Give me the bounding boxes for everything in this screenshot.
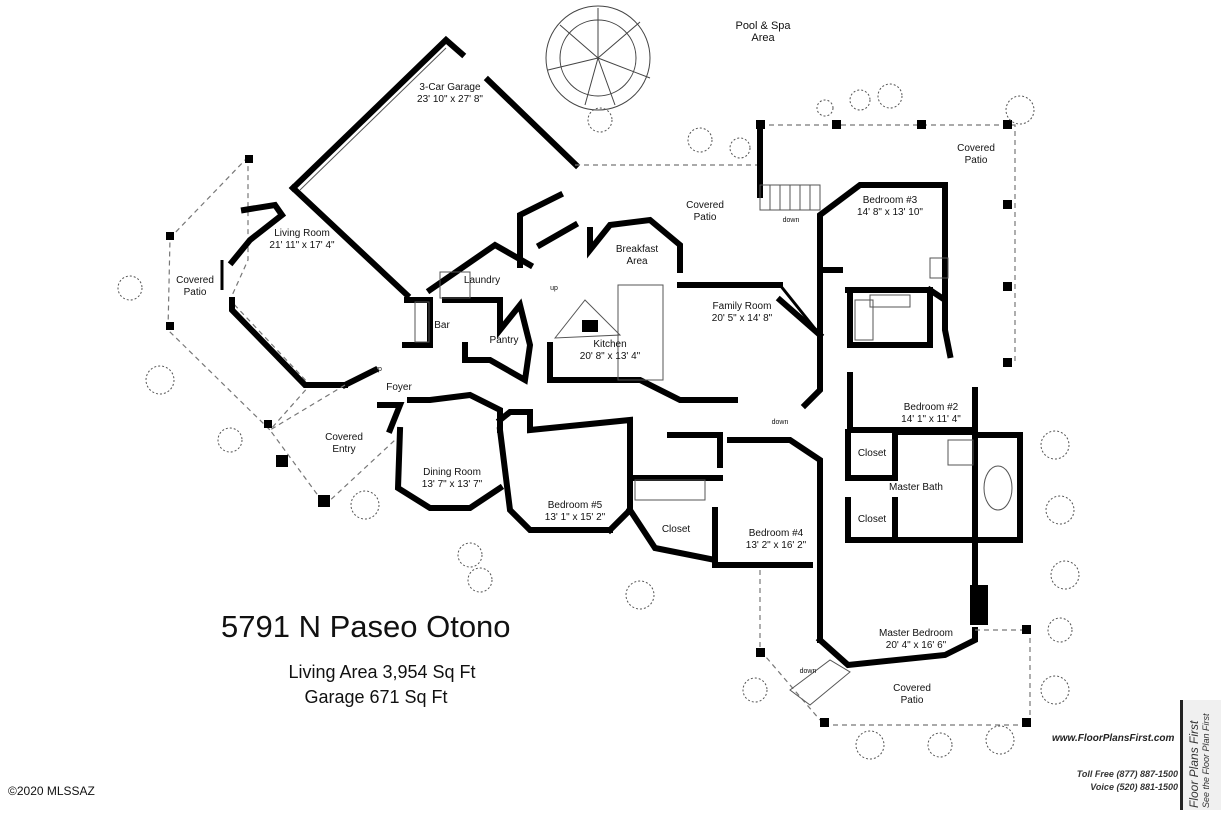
closet-top-label: Closet bbox=[857, 448, 887, 459]
brand-url: www.FloorPlansFirst.com bbox=[1052, 733, 1175, 744]
living-area-text: Living Area 3,954 Sq Ft bbox=[288, 662, 476, 682]
closet-bottom-label: Closet bbox=[857, 514, 887, 525]
upper-patio bbox=[575, 120, 1016, 367]
master-suite-walls bbox=[845, 372, 1023, 543]
service-area-walls bbox=[402, 190, 580, 385]
address-title: 5791 N Paseo Otono bbox=[221, 609, 511, 644]
toll-free-text: Toll Free (877) 887-1500 bbox=[1076, 769, 1178, 779]
laundry-label: Laundry bbox=[463, 275, 501, 286]
living-room-walls bbox=[220, 201, 348, 388]
brand-tagline: See the Floor Plan First bbox=[1201, 713, 1211, 808]
down-marker-3: down bbox=[799, 668, 817, 675]
copyright-text: ©2020 MLSSAZ bbox=[8, 784, 95, 798]
bar-label: Bar bbox=[434, 320, 450, 331]
pantry-label: Pantry bbox=[489, 335, 519, 346]
left-patio-outline bbox=[167, 155, 311, 431]
master-bath-label: Master Bath bbox=[889, 482, 943, 493]
shrub-icons bbox=[117, 83, 1080, 760]
brand-logo: Floor Plans First See the Floor Plan Fir… bbox=[1180, 700, 1221, 810]
closet-hall-label: Closet bbox=[661, 524, 691, 535]
tree-icon bbox=[545, 5, 651, 111]
kitchen-family-walls bbox=[547, 182, 948, 410]
voice-text: Voice (520) 881-1500 bbox=[1090, 782, 1178, 792]
up-marker-1: up bbox=[374, 366, 382, 373]
foyer-label: Foyer bbox=[386, 382, 412, 393]
down-marker-2: down bbox=[771, 419, 789, 426]
lower-walls bbox=[340, 365, 823, 643]
garage-area-text: Garage 671 Sq Ft bbox=[304, 687, 448, 707]
covered-entry bbox=[269, 384, 396, 507]
garage-walls bbox=[288, 35, 581, 300]
brand-name: Floor Plans First bbox=[1187, 720, 1201, 808]
bedroom3-walls bbox=[817, 257, 954, 359]
master-bedroom-walls bbox=[712, 537, 1031, 727]
down-marker-1: down bbox=[782, 217, 800, 224]
up-marker-2: up bbox=[550, 285, 558, 292]
